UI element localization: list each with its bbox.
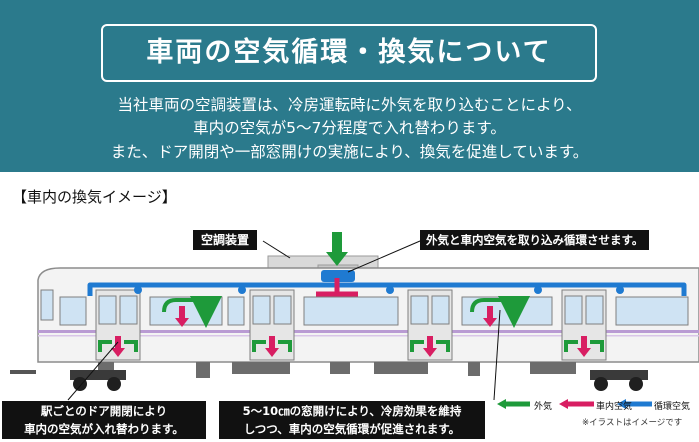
legend-label-outside-air: 外気 <box>534 402 553 412</box>
legend-label-circulation-air: 循環空気 <box>654 402 691 412</box>
doors-label-line-1: 駅ごとのドア開閉により <box>40 404 168 418</box>
legend-label-cabin-air: 車内空気 <box>596 402 633 412</box>
legend-swatch-outside-air <box>497 399 530 409</box>
callout-leader-lines <box>67 240 501 401</box>
illustration-note: ※イラストはイメージです <box>582 418 683 428</box>
ac-unit-label: 空調装置 <box>193 230 258 250</box>
section-heading: 【車内の換気イメージ】 <box>12 188 177 206</box>
windows-label-line-2: しつつ、車内の空気循環が促進されます。 <box>243 422 461 436</box>
legend-swatch-circulation-air <box>617 399 652 409</box>
windows-label-line-1: 5～10㎝の窓開けにより、冷房効果を維持 <box>242 404 462 418</box>
bogie-front <box>70 370 126 391</box>
header-banner: 車両の空気循環・換気について 当社車両の空調装置は、冷房運転時に外気を取り込むこ… <box>0 0 699 172</box>
legend-swatch-cabin-air <box>559 399 594 409</box>
outside-air-intake-arrow <box>326 232 348 266</box>
page-title: 車両の空気循環・換気について <box>101 24 597 82</box>
underfloor-equipment <box>98 362 576 378</box>
train-stripe <box>38 330 699 333</box>
description-line-1: 当社車両の空調装置は、冷房運転時に外気を取り込むことにより、 <box>117 96 582 114</box>
ac-mixing-arrow <box>316 270 358 297</box>
door-airflow-arrows <box>98 336 604 357</box>
description-line-2: 車内の空気が5～7分程度で入れ替わります。 <box>193 119 506 137</box>
intake-label: 外気と車内空気を取り込み循環させます。 <box>420 230 650 250</box>
legend <box>497 399 652 409</box>
train-door-windows <box>98 295 604 325</box>
description-line-3: また、ドア開閉や一部窓開けの実施により、換気を促進しています。 <box>110 143 589 161</box>
doors-label-line-2: 車内の空気が入れ替わります。 <box>24 422 184 436</box>
doors-label: 駅ごとのドア開閉により 車内の空気が入れ替わります。 <box>2 401 206 439</box>
circulation-air-duct <box>87 282 687 296</box>
bogie-rear <box>590 370 648 391</box>
window-airflow-arrows <box>162 295 530 328</box>
windows-label: 5～10㎝の窓開けにより、冷房効果を維持 しつつ、車内の空気循環が促進されます。 <box>219 401 485 439</box>
